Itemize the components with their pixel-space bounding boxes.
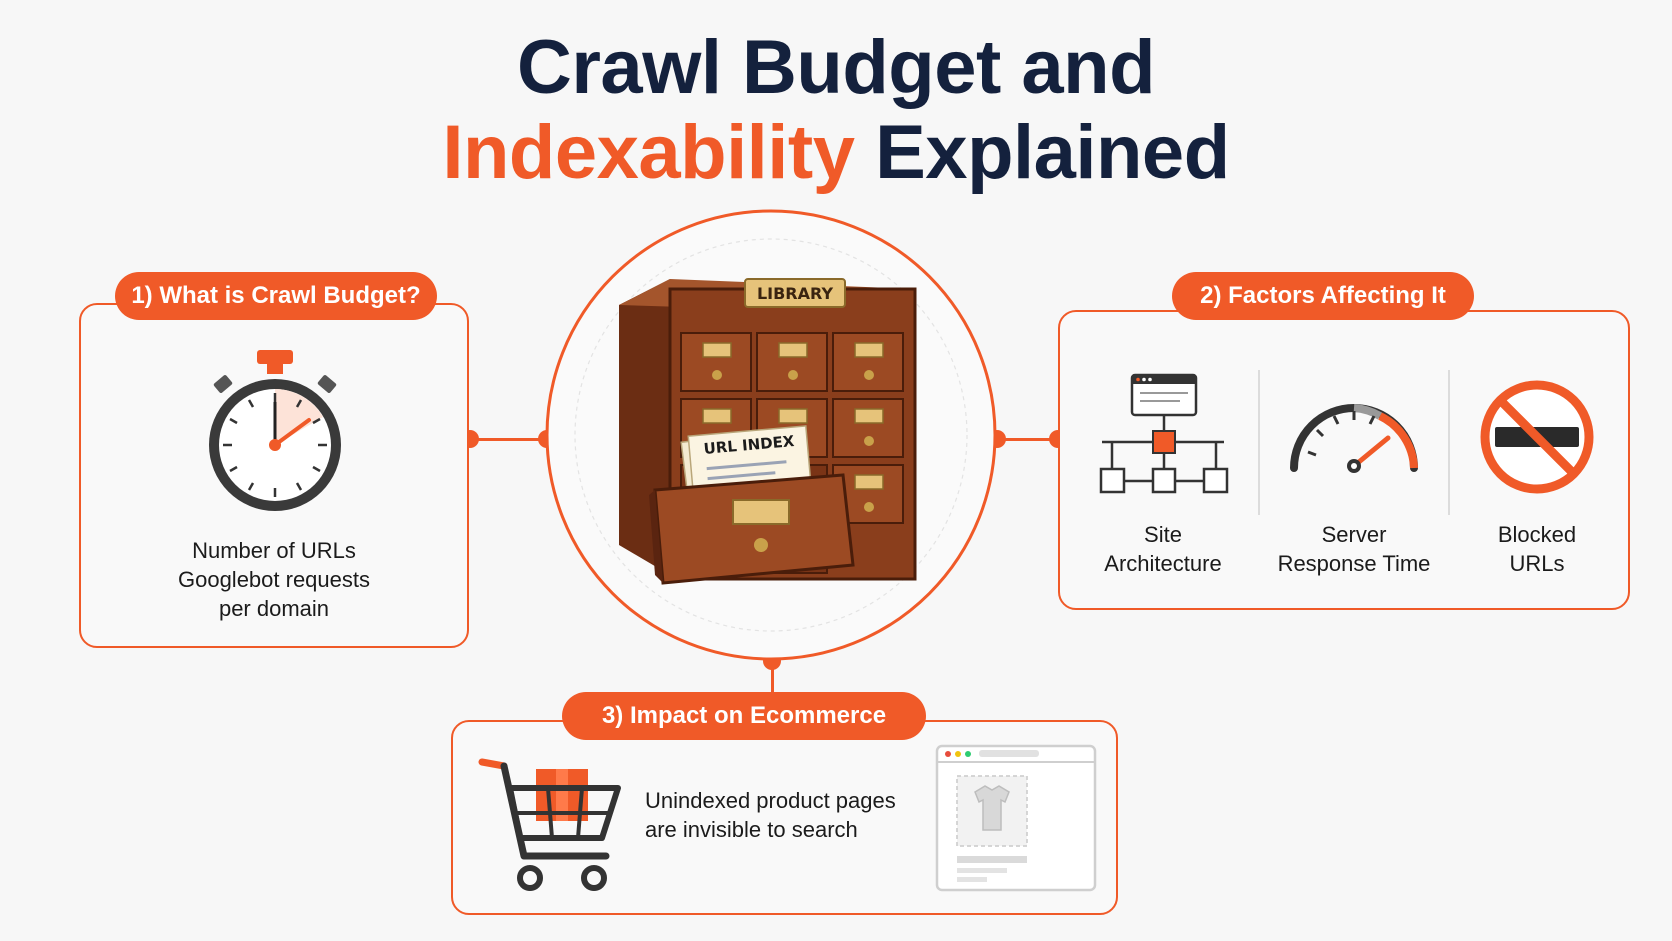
title-line-1: Crawl Budget and (516, 25, 1156, 110)
crawl-budget-caption-line-1: Number of URLs (192, 538, 356, 563)
stopwatch-icon (209, 350, 341, 511)
cabinet-label: LIBRARY (757, 284, 833, 303)
speedometer-icon (1290, 404, 1418, 473)
factor-label-blocked-urls-line-2: URLs (1509, 551, 1565, 576)
factor-label-blocked-urls: Blocked URLs (1472, 520, 1602, 578)
factors-heading: 2) Factors Affecting It (1172, 272, 1474, 320)
factor-label-site-architecture-line-2: Architecture (1104, 551, 1222, 576)
factor-label-server-response: Server Response Time (1266, 520, 1442, 578)
crawl-budget-heading: 1) What is Crawl Budget? (115, 272, 437, 320)
crawl-budget-caption-line-2: Googlebot requests (177, 567, 371, 592)
ecommerce-heading: 3) Impact on Ecommerce (562, 692, 926, 740)
factor-label-blocked-urls-line-1: Blocked (1497, 522, 1577, 547)
factor-label-site-architecture: Site Architecture (1088, 520, 1238, 578)
connector-right (998, 438, 1060, 441)
ecommerce-caption-line-1: Unindexed product pages (645, 788, 896, 813)
factors-divider-1 (1258, 370, 1260, 515)
connector-left (470, 438, 550, 441)
ecommerce-caption: Unindexed product pages are invisible to… (645, 786, 945, 844)
shopping-cart-icon (478, 758, 621, 891)
crawl-budget-caption: Number of URLs Googlebot requests per do… (120, 536, 428, 623)
factors-divider-2 (1448, 370, 1450, 515)
factor-label-server-response-line-2: Response Time (1277, 551, 1431, 576)
title-line-2: Indexability Explained (0, 115, 1672, 191)
title-rest: Explained (854, 110, 1230, 195)
connector-bottom (771, 660, 774, 715)
site-architecture-icon (1099, 373, 1229, 494)
crawl-budget-caption-line-3: per domain (218, 596, 330, 621)
blocked-icon (1480, 380, 1594, 494)
factor-label-server-response-line-1: Server (1321, 522, 1387, 547)
card-catalog-cabinet-icon: LIBRARY URL INDEX (619, 278, 917, 585)
ecommerce-caption-line-2: are invisible to search (645, 817, 858, 842)
title-accent: Indexability (442, 110, 855, 195)
factor-label-site-architecture-line-1: Site (1144, 522, 1182, 547)
product-page-icon (935, 744, 1097, 892)
